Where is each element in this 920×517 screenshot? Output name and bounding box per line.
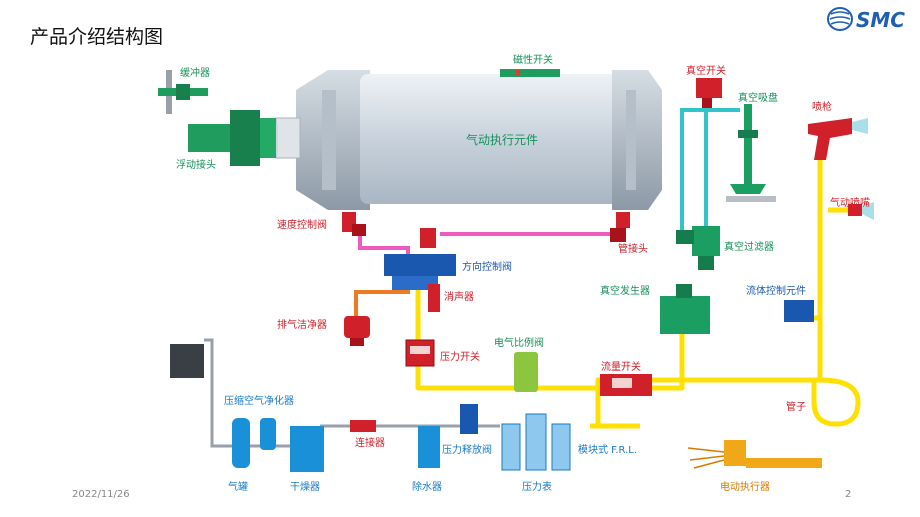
relief-valve — [460, 404, 478, 434]
label-electric-actuator: 电动执行器 — [720, 482, 770, 493]
label-modular-frl: 模块式 F.R.L. — [578, 445, 638, 456]
label-fitting: 管接头 — [618, 244, 648, 255]
modular-frl — [501, 413, 571, 471]
smc-logo: SMC — [827, 7, 905, 32]
label-dryer: 干燥器 — [290, 482, 320, 493]
label-vacuum-generator: 真空发生器 — [600, 286, 650, 297]
dryer — [290, 426, 324, 472]
speed-controller — [342, 212, 366, 236]
label-fluid-control: 流体控制元件 — [746, 286, 806, 297]
electric-actuator — [687, 440, 822, 469]
fitting — [610, 212, 630, 242]
label-magnetic-switch: 磁性开关 — [513, 55, 553, 66]
air-tank — [232, 418, 250, 468]
air-nozzle — [848, 202, 874, 220]
page-number: 2 — [845, 489, 852, 500]
pneumatic-actuator — [256, 70, 662, 210]
air-supply-lines — [415, 160, 861, 429]
vacuum-switch — [696, 78, 722, 108]
label-connector: 连接器 — [355, 438, 385, 449]
spray-gun — [808, 118, 868, 160]
connector — [350, 420, 376, 432]
silencer — [428, 284, 440, 312]
svg-text:SMC: SMC — [856, 8, 905, 32]
directional-valve — [384, 228, 456, 290]
fluid-control — [784, 300, 814, 322]
label-vacuum-filter: 真空过滤器 — [724, 242, 774, 253]
label-spray-gun: 喷枪 — [812, 102, 832, 113]
label-speed-controller: 速度控制阀 — [277, 220, 327, 231]
label-air-purifier: 压缩空气净化器 — [224, 396, 294, 407]
label-tube: 管子 — [786, 402, 806, 413]
control-lines — [358, 232, 612, 258]
label-flow-switch: 流量开关 — [601, 362, 641, 373]
vacuum-filter — [676, 226, 720, 270]
drain — [418, 426, 440, 468]
label-pressure-switch: 压力开关 — [440, 352, 480, 363]
magnetic-switch — [500, 69, 560, 77]
label-gauge: 压力表 — [522, 482, 552, 493]
air-purifier — [170, 344, 204, 378]
label-vacuum-pad: 真空吸盘 — [738, 93, 778, 104]
vacuum-pad — [726, 104, 776, 202]
proportional-valve — [514, 352, 538, 392]
label-vacuum-switch: 真空开关 — [686, 66, 726, 77]
vacuum-generator — [660, 284, 710, 334]
label-buffer: 缓冲器 — [180, 68, 210, 79]
label-relief-valve: 压力释放阀 — [442, 445, 492, 456]
slide-date: 2022/11/26 — [72, 489, 130, 500]
label-air-nozzle: 气动喷嘴 — [830, 198, 870, 209]
page-title: 产品介绍结构图 — [30, 26, 164, 48]
floating-joint — [188, 110, 276, 166]
exhaust-cleaner — [344, 316, 370, 346]
label-actuator: 气动执行元件 — [466, 133, 539, 147]
vacuum-lines — [680, 96, 740, 240]
label-exhaust-cleaner: 排气洁净器 — [277, 320, 327, 331]
label-floating-joint: 浮动接头 — [176, 160, 216, 171]
buffer — [158, 70, 208, 114]
label-drain: 除水器 — [412, 482, 442, 493]
label-air-tank: 气罐 — [228, 482, 248, 493]
label-directional-valve: 方向控制阀 — [462, 262, 512, 273]
label-proportional-valve: 电气比例阀 — [494, 338, 544, 349]
label-silencer: 消声器 — [444, 292, 474, 303]
